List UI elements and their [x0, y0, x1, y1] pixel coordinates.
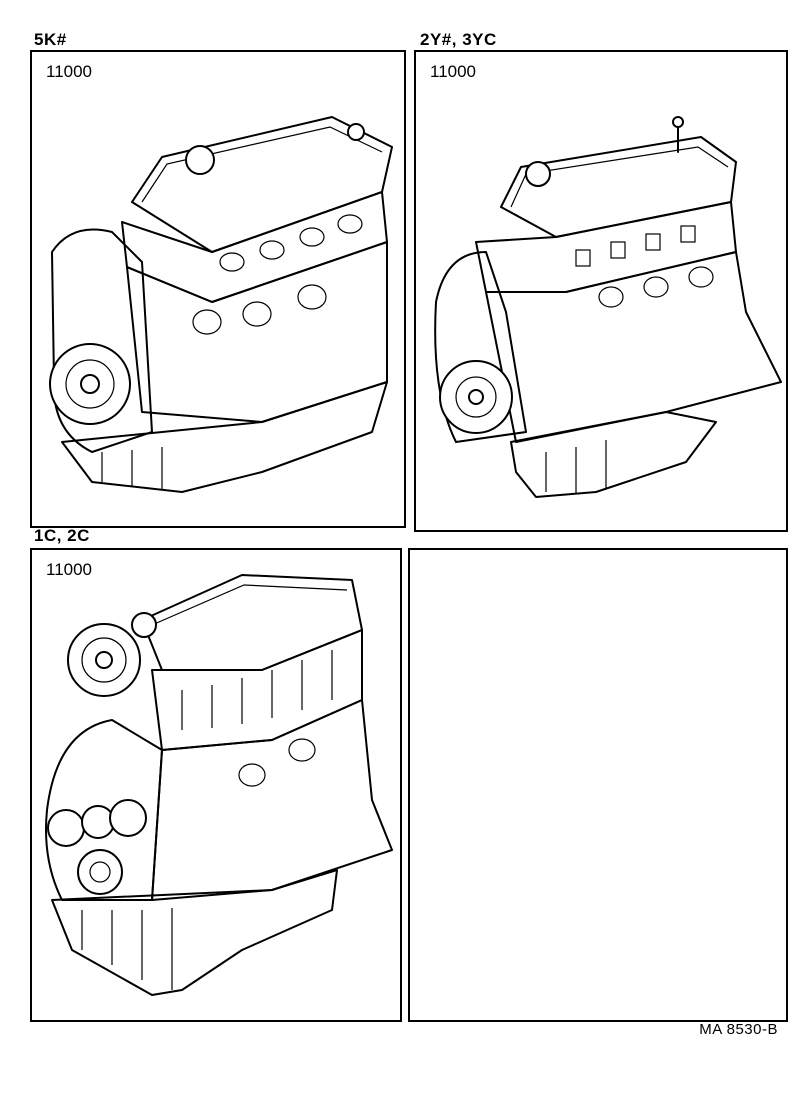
- panel-empty: [408, 548, 788, 1022]
- panel-1c-2c: 11000: [30, 548, 402, 1022]
- engine-drawing-5k: [49, 116, 393, 493]
- panel-5k: 11000: [30, 50, 406, 528]
- part-code-5k: 11000: [46, 62, 93, 81]
- part-code-1c-2c: 11000: [46, 560, 93, 579]
- diagram-reference: MA 8530-B: [699, 1021, 778, 1038]
- engine-label-2y-3yc: 2Y#, 3YC: [420, 30, 497, 49]
- engine-drawing-1c-2c: [45, 574, 393, 996]
- engine-label-5k: 5K#: [34, 30, 67, 49]
- part-code-2y-3yc: 11000: [430, 62, 477, 81]
- engine-drawing-2y-3yc: [434, 116, 782, 498]
- panel-2y-3yc: 11000: [414, 50, 788, 532]
- engine-label-1c-2c: 1C, 2C: [34, 526, 90, 545]
